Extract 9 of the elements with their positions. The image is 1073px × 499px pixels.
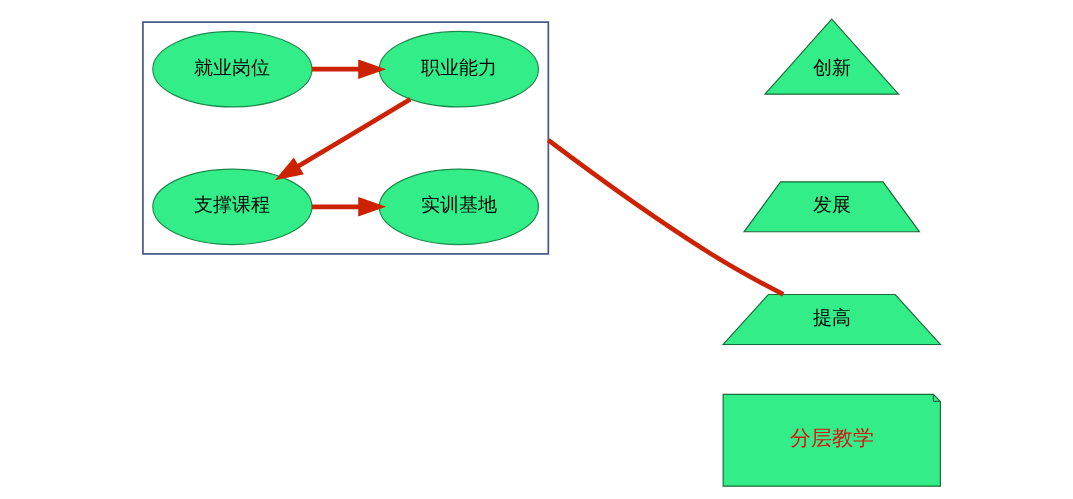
- arrow: [311, 59, 386, 79]
- connector: [546, 138, 784, 297]
- cluster: [141, 21, 549, 255]
- arrow: [274, 97, 411, 181]
- node-ellipse: 职业能力: [378, 30, 539, 108]
- node-ellipse: 就业岗位: [151, 30, 313, 108]
- node-ellipse: 实训基地: [378, 168, 539, 246]
- node-ellipse: 支撑课程: [151, 168, 313, 246]
- arrow: [311, 197, 386, 217]
